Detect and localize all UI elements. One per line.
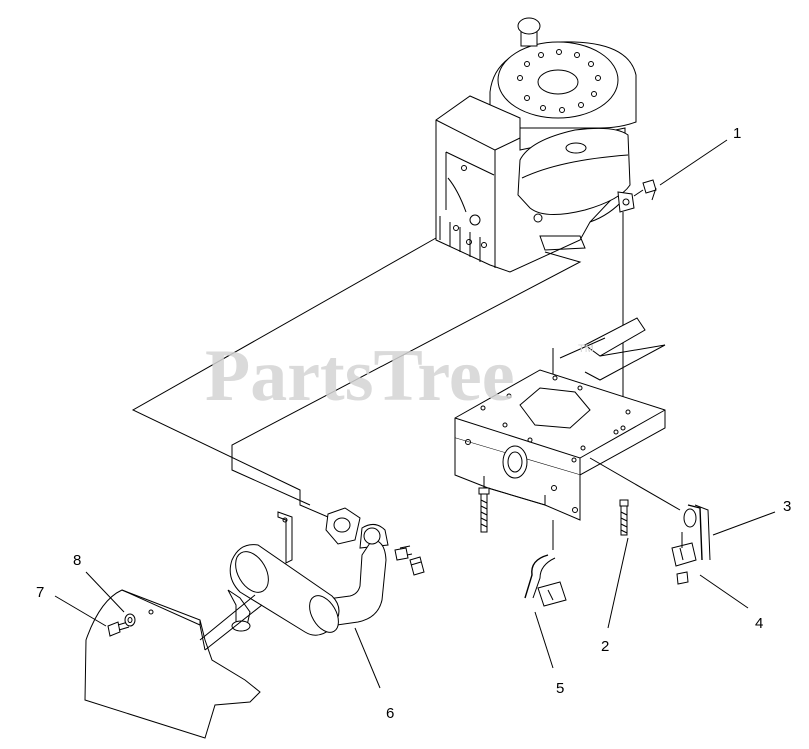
- part-8-washer: [124, 613, 136, 627]
- part-3-rod: [589, 457, 711, 561]
- frame-channel: [559, 317, 666, 381]
- callout-6: 6: [386, 705, 394, 722]
- callout-8: 8: [73, 552, 81, 569]
- callout-4: 4: [755, 615, 763, 632]
- heat-shield: [84, 589, 263, 739]
- plate-bolt-right: [619, 499, 629, 536]
- plate-bolt-left: [478, 476, 490, 533]
- callout-3: 3: [783, 498, 791, 515]
- svg-text:PartsTree: PartsTree: [205, 335, 515, 417]
- muffler: [227, 511, 340, 636]
- flywheel-bolts: [517, 49, 601, 113]
- callout-leaders: [54, 139, 776, 689]
- part-1-nut: [633, 179, 657, 201]
- callout-1: 1: [733, 125, 741, 142]
- callout-5: 5: [556, 680, 564, 697]
- callout-7: 7: [36, 584, 44, 601]
- part-5-rod-bracket: [524, 520, 567, 607]
- engine-mount-plate: [454, 369, 666, 521]
- svg-text:TM: TM: [578, 343, 594, 355]
- watermark: PartsTree TM: [205, 335, 594, 417]
- exhaust-gasket: [325, 507, 361, 545]
- engine-assembly: [435, 17, 637, 273]
- callout-2: 2: [601, 638, 609, 655]
- part-4-bracket: [671, 532, 697, 585]
